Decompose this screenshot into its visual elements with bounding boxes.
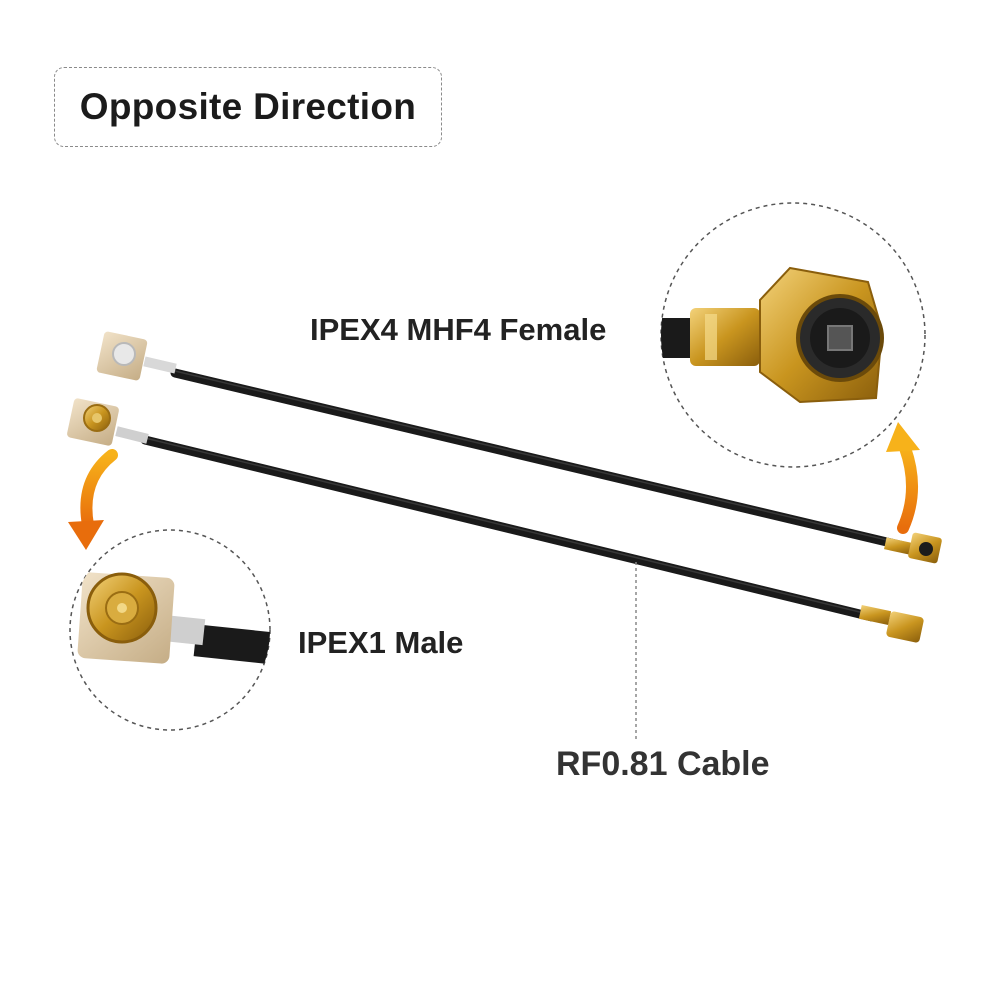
connector-ipex1-right [858, 605, 924, 643]
page-title: Opposite Direction [79, 86, 417, 127]
zoom-ipex1-male [69, 529, 271, 731]
zoom-ipex4-female [660, 202, 926, 468]
label-rf-cable: RF0.81 Cable [556, 745, 770, 783]
label-ipex1-male: IPEX1 Male [298, 625, 464, 660]
cable-upper [170, 368, 917, 553]
label-ipex4-female: IPEX4 MHF4 Female [310, 312, 607, 347]
connector-ipex4-left [96, 331, 177, 381]
cable-lower [140, 435, 877, 622]
connector-ipex1-left [67, 398, 149, 446]
title-box: Opposite Direction [54, 67, 442, 147]
arrow-left-icon [68, 449, 118, 550]
connector-ipex4-right [884, 532, 942, 564]
arrow-right-icon [886, 422, 920, 534]
